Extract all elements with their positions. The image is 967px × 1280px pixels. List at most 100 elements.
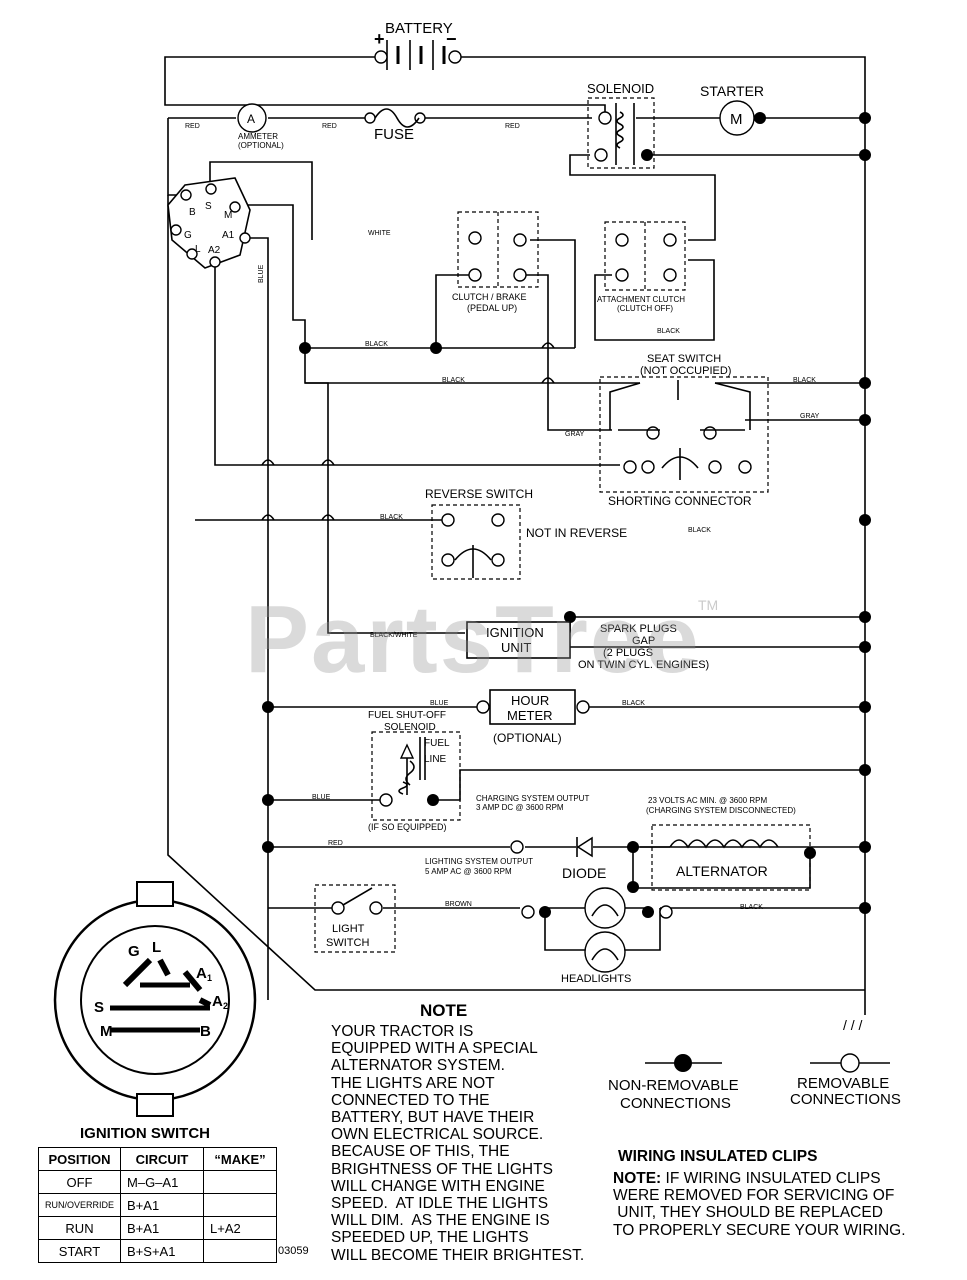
sw-face-m: M <box>100 1023 113 1040</box>
sw-face-a1-sub: 1 <box>207 973 212 983</box>
reverse-switch <box>431 504 521 580</box>
fuel-shutoff-solenoid <box>371 731 461 821</box>
hour-meter <box>476 689 590 725</box>
legend-removable <box>810 1053 890 1073</box>
reverse-label: REVERSE SWITCH <box>425 487 533 501</box>
ammeter-label: AMMETER <box>238 132 278 141</box>
table-row: RUN B+A1 L+A2 <box>37 1216 278 1240</box>
brown-wire-label: BROWN <box>445 901 472 908</box>
junction-dots <box>262 112 871 918</box>
black-hour-label: BLACK <box>622 700 645 707</box>
ignition-position-table: POSITION CIRCUIT “MAKE” OFF M–G–A1 RUN/O… <box>37 1147 278 1263</box>
hour-optional: (OPTIONAL) <box>493 731 562 745</box>
table-header: POSITION <box>37 1147 122 1171</box>
sw-face-l: L <box>152 939 161 956</box>
lighting-label-2: 5 AMP AC @ 3600 RPM <box>425 867 512 876</box>
circuit2-cell <box>203 1193 278 1217</box>
ign-term-s: S <box>205 201 212 212</box>
spark-label-1: SPARK PLUGS <box>600 623 677 635</box>
fuel-line-label-2: LINE <box>424 754 447 765</box>
alternator <box>640 824 811 891</box>
table-header: “MAKE” <box>203 1147 278 1171</box>
ign-term-g: G <box>184 230 192 241</box>
blue-wire-label: BLUE <box>258 264 265 283</box>
table-row: START B+S+A1 <box>37 1239 278 1263</box>
if-equipped-label: (IF SO EQUIPPED) <box>368 822 447 832</box>
table-row: OFF M–G–A1 <box>37 1170 278 1194</box>
red-wire-label-1: RED <box>185 123 200 130</box>
seat-label-1: SEAT SWITCH <box>647 353 721 365</box>
attach-label-1: ATTACHMENT CLUTCH <box>597 295 685 304</box>
part-number: 03059 <box>278 1245 309 1257</box>
position-cell: OFF <box>37 1170 122 1194</box>
fuse-label: FUSE <box>374 126 414 143</box>
ign-term-m: M <box>224 210 232 221</box>
legend-non-removable <box>645 1054 722 1072</box>
attach-label-2: (CLUTCH OFF) <box>617 304 673 313</box>
light-switch <box>314 884 396 953</box>
watermark-tm: TM <box>698 597 719 613</box>
battery-label: BATTERY <box>385 20 453 37</box>
charging-label-1: CHARGING SYSTEM OUTPUT <box>476 794 589 803</box>
spark-label-4: ON TWIN CYL. ENGINES) <box>578 659 709 671</box>
clip-marks: / / / <box>843 1017 863 1033</box>
note-title: NOTE <box>420 1001 468 1020</box>
battery-minus: − <box>446 29 457 49</box>
headlights <box>521 887 673 973</box>
gray-wire-label-1: GRAY <box>565 431 585 438</box>
clips-title: WIRING INSULATED CLIPS <box>618 1148 818 1165</box>
fuel-line-label-1: FUEL <box>424 738 450 749</box>
circuit-cell: B+S+A1 <box>120 1239 205 1263</box>
black-attach-label: BLACK <box>657 328 680 335</box>
gray-wire-label-2: GRAY <box>800 413 820 420</box>
sw-face-a2: A <box>212 993 223 1010</box>
blue-fuel-label: BLUE <box>312 794 331 801</box>
fuel-label-1: FUEL SHUT-OFF <box>368 710 446 721</box>
volts-label-2: (CHARGING SYSTEM DISCONNECTED) <box>646 806 796 815</box>
volts-label-1: 23 VOLTS AC MIN. @ 3600 RPM <box>648 796 767 805</box>
circuit2-cell <box>203 1170 278 1194</box>
circuit2-cell: L+A2 <box>203 1216 278 1240</box>
sw-face-a2-sub: 2 <box>223 1001 228 1011</box>
shorting-label: SHORTING CONNECTOR <box>608 494 752 508</box>
headlights-label: HEADLIGHTS <box>561 973 631 985</box>
circuit-cell: B+A1 <box>120 1193 205 1217</box>
diode-label: DIODE <box>562 865 606 881</box>
red-wire-label-3: RED <box>505 123 520 130</box>
clips-first: IF WIRING INSULATED CLIPS <box>661 1170 881 1187</box>
white-wire-label: WHITE <box>368 230 391 237</box>
light-switch-label-1: LIGHT <box>332 923 365 935</box>
note-body: YOUR TRACTOR IS EQUIPPED WITH A SPECIAL … <box>331 1023 585 1264</box>
light-switch-label-2: SWITCH <box>326 937 369 949</box>
clutch-label-1: CLUTCH / BRAKE <box>452 292 527 302</box>
black-wire-label-1: BLACK <box>365 341 388 348</box>
ammeter-optional: (OPTIONAL) <box>238 141 284 150</box>
starter-label: STARTER <box>700 83 764 99</box>
ignition-switch-terminals <box>167 177 251 269</box>
battery-plus: + <box>374 29 385 49</box>
table-header-row: POSITION CIRCUIT “MAKE” <box>37 1147 278 1171</box>
circuit2-cell <box>203 1239 278 1263</box>
black-white-label: BLACK/WHITE <box>370 632 418 639</box>
non-removable-label-1: NON-REMOVABLE <box>608 1077 739 1094</box>
ign-term-a1: A1 <box>222 230 235 241</box>
alternator-label: ALTERNATOR <box>676 863 768 879</box>
ignition-switch-face <box>53 881 257 1117</box>
not-reverse-label: NOT IN REVERSE <box>526 526 627 540</box>
solenoid-label: SOLENOID <box>587 81 654 96</box>
circuit-cell: B+A1 <box>120 1216 205 1240</box>
watermark: PartsTree <box>245 586 701 693</box>
charging-label-2: 3 AMP DC @ 3600 RPM <box>476 803 564 812</box>
table-header: CIRCUIT <box>120 1147 205 1171</box>
ign-unit-label-2: UNIT <box>501 640 531 655</box>
clutch-label-2: (PEDAL UP) <box>467 303 517 313</box>
sw-face-g: G <box>128 943 140 960</box>
fuse-symbol <box>364 108 426 128</box>
circuit-cell: M–G–A1 <box>120 1170 205 1194</box>
blue-hour-label: BLUE <box>430 700 449 707</box>
ign-unit-label-1: IGNITION <box>486 625 544 640</box>
ammeter <box>237 103 267 133</box>
sw-face-b: B <box>200 1023 211 1040</box>
ign-term-b: B <box>189 207 196 218</box>
